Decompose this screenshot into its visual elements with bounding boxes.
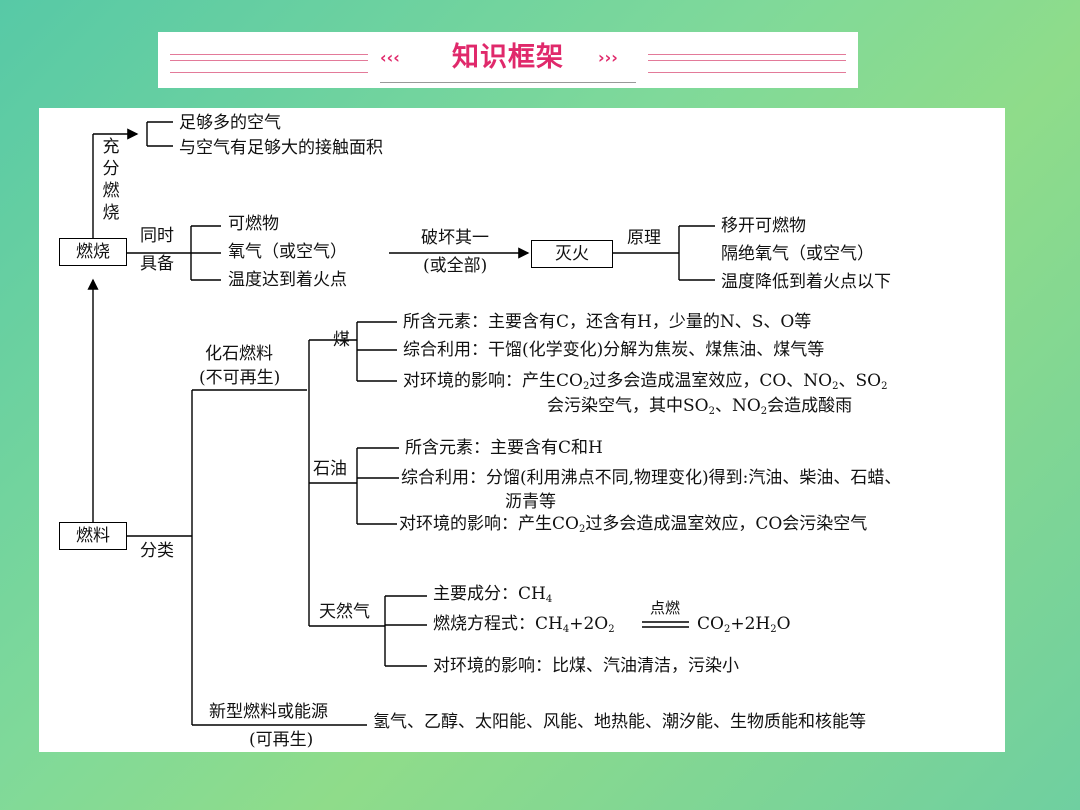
coal-element: 所含元素：主要含有C，还含有H，少量的N、S、O等 — [403, 312, 812, 332]
principle-label: 原理 — [627, 228, 661, 248]
coal-env-2: 会污染空气，其中SO2、NO2会造成酸雨 — [547, 396, 853, 417]
principle-item-3: 温度降低到着火点以下 — [721, 272, 891, 292]
right-deco-icon: ››› — [598, 48, 618, 67]
need-item-3: 温度达到着火点 — [228, 270, 347, 290]
equation-condition: 点燃 — [650, 599, 681, 617]
need-label-2: 具备 — [140, 254, 174, 274]
title-banner: ‹‹‹ ››› 知识框架 — [158, 32, 858, 88]
connector-lines — [87, 121, 715, 726]
oil-label: 石油 — [313, 459, 347, 479]
new-energy-items: 氢气、乙醇、太阳能、风能、地热能、潮汐能、生物质能和核能等 — [373, 712, 866, 732]
oil-env: 对环境的影响：产生CO2过多会造成温室效应，CO会污染空气 — [399, 514, 868, 535]
oil-element: 所含元素：主要含有C和H — [405, 438, 603, 458]
need-item-2: 氧气（或空气） — [228, 242, 347, 262]
full-burn-label: 充分燃烧 — [102, 137, 120, 223]
coal-label: 煤 — [333, 330, 350, 350]
gas-equation: 燃烧方程式：CH4+2O2 — [433, 614, 615, 635]
extinguish-node: 灭火 — [531, 240, 613, 268]
fossil-label-2: (不可再生) — [199, 368, 281, 388]
gas-component: 主要成分：CH4 — [433, 584, 553, 605]
principle-item-1: 移开可燃物 — [721, 216, 806, 236]
fossil-label-1: 化石燃料 — [205, 344, 273, 364]
new-energy-label-1: 新型燃料或能源 — [209, 702, 328, 722]
full-burn-item-1: 足够多的空气 — [179, 113, 281, 133]
principle-item-2: 隔绝氧气（或空气） — [721, 244, 874, 264]
page-title: 知识框架 — [452, 42, 564, 73]
gas-label: 天然气 — [319, 602, 370, 622]
need-item-1: 可燃物 — [228, 214, 279, 234]
oil-use-2: 沥青等 — [505, 492, 556, 512]
left-deco-icon: ‹‹‹ — [380, 48, 400, 67]
oil-use-1: 综合利用：分馏(利用沸点不同,物理变化)得到:汽油、柴油、石蜡、 — [401, 468, 902, 488]
concept-map: 充分燃烧 足够多的空气 与空气有足够大的接触面积 燃烧 同时 具备 可燃物 氧气… — [39, 108, 1005, 752]
coal-env-1: 对环境的影响：产生CO2过多会造成温室效应，CO、NO2、SO2 — [403, 371, 888, 392]
gas-env: 对环境的影响：比煤、汽油清洁，污染小 — [433, 656, 739, 676]
destroy-label-2: (或全部) — [423, 256, 488, 276]
equation-products: CO2+2H2O — [697, 614, 791, 635]
new-energy-label-2: (可再生) — [249, 730, 314, 750]
full-burn-item-2: 与空气有足够大的接触面积 — [179, 138, 383, 158]
burn-node: 燃烧 — [59, 238, 127, 266]
fuel-node: 燃料 — [59, 522, 127, 550]
classify-label: 分类 — [140, 541, 174, 561]
destroy-label-1: 破坏其一 — [421, 228, 489, 248]
coal-use: 综合利用：干馏(化学变化)分解为焦炭、煤焦油、煤气等 — [403, 340, 825, 360]
need-label-1: 同时 — [140, 226, 174, 246]
